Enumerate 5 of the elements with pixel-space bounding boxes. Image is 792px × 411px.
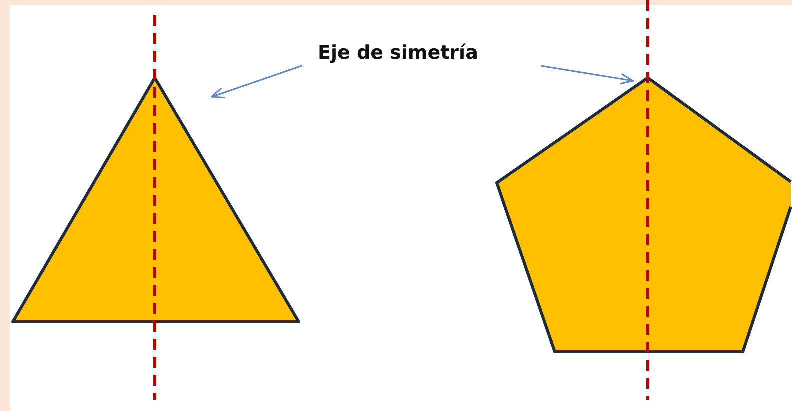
- leader-arrow: [540, 65, 634, 85]
- symmetry-axis-line: [646, 0, 650, 400]
- symmetry-axis-line: [154, 15, 156, 400]
- axis-label: Eje de simetría: [318, 42, 478, 64]
- leader-arrow: [211, 65, 302, 99]
